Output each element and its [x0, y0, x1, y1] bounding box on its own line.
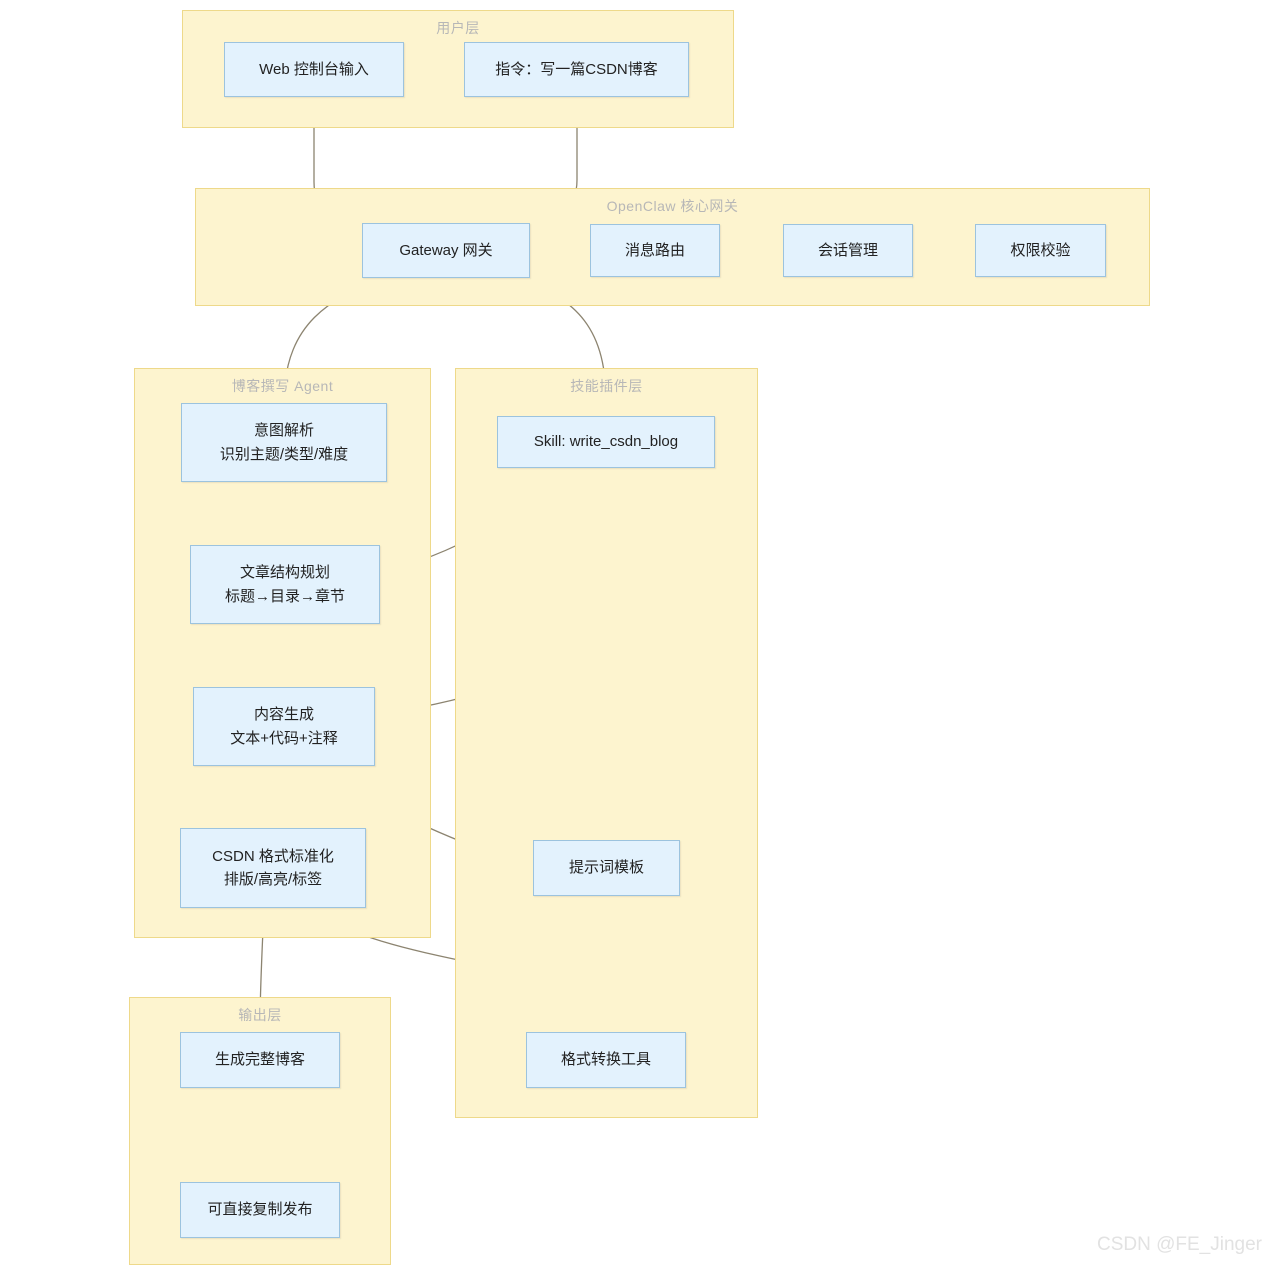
node-content-generate[interactable]: 内容生成文本+代码+注释 [193, 687, 375, 766]
node-gateway[interactable]: Gateway 网关 [362, 223, 530, 278]
node-label-primary: 生成完整博客 [214, 1051, 305, 1069]
group-label-agent-layer: 博客撰写 Agent [231, 378, 334, 394]
node-label-primary: 指令：写一篇CSDN博客 [495, 60, 658, 78]
node-label-secondary: 文本+代码+注释 [230, 729, 338, 747]
node-label-secondary: 标题→目录→章节 [224, 587, 345, 605]
node-session-management[interactable]: 会话管理 [783, 224, 913, 277]
node-label-primary: 提示词模板 [568, 859, 644, 877]
node-user-command[interactable]: 指令：写一篇CSDN博客 [464, 42, 689, 97]
node-label-primary: 会话管理 [817, 241, 878, 259]
node-label-primary: 意图解析 [253, 422, 314, 440]
node-generate-blog[interactable]: 生成完整博客 [180, 1032, 340, 1088]
node-label-primary: 文章结构规划 [239, 564, 330, 582]
node-label-secondary: 排版/高亮/标签 [223, 871, 323, 888]
node-label-primary: 消息路由 [624, 241, 685, 259]
node-label-primary: 格式转换工具 [560, 1051, 651, 1069]
group-label-skill-layer: 技能插件层 [570, 378, 643, 394]
node-message-routing[interactable]: 消息路由 [590, 224, 720, 277]
node-structure-plan[interactable]: 文章结构规划标题→目录→章节 [190, 545, 380, 624]
csdn-watermark: CSDN @FE_Jinger [1097, 1234, 1262, 1255]
node-label-primary: CSDN 格式标准化 [212, 847, 334, 865]
node-label-primary: Gateway 网关 [399, 241, 493, 259]
group-label-output-layer: 输出层 [238, 1007, 282, 1023]
node-csdn-format[interactable]: CSDN 格式标准化排版/高亮/标签 [180, 828, 366, 908]
node-format-converter[interactable]: 格式转换工具 [526, 1032, 686, 1088]
node-label-secondary: 识别主题/类型/难度 [219, 445, 349, 463]
node-label-primary: 可直接复制发布 [207, 1201, 313, 1219]
group-label-user-layer: 用户层 [436, 20, 480, 36]
node-intent-parse[interactable]: 意图解析识别主题/类型/难度 [181, 403, 387, 482]
node-permission-check[interactable]: 权限校验 [975, 224, 1106, 277]
node-label-primary: 权限校验 [1010, 241, 1071, 259]
group-skill-layer: 技能插件层 [455, 368, 758, 1118]
group-label-gateway-layer: OpenClaw 核心网关 [606, 198, 739, 214]
node-label-primary: 内容生成 [253, 706, 314, 724]
node-skill-write-blog[interactable]: Skill: write_csdn_blog [497, 416, 715, 468]
node-web-console-input[interactable]: Web 控制台输入 [224, 42, 404, 97]
node-label-primary: Web 控制台输入 [259, 60, 369, 78]
node-prompt-template[interactable]: 提示词模板 [533, 840, 680, 896]
node-label-primary: Skill: write_csdn_blog [533, 433, 679, 451]
node-copy-publish[interactable]: 可直接复制发布 [180, 1182, 340, 1238]
